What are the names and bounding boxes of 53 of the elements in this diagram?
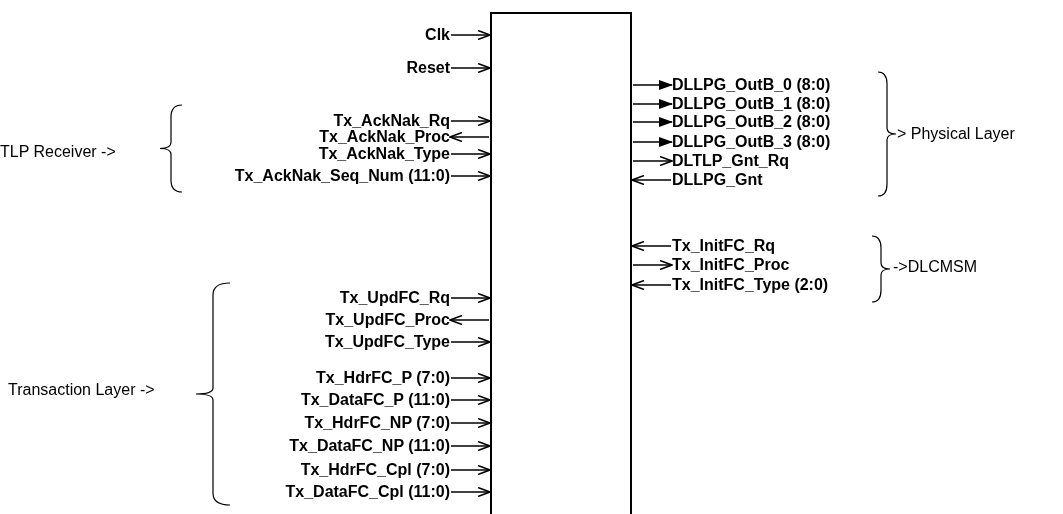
signal-arrow xyxy=(450,115,491,127)
signal-name: DLLPG_OutB_0 (8:0) xyxy=(672,77,831,93)
signal-arrow xyxy=(450,372,491,384)
signal-arrow xyxy=(631,279,672,291)
signal-arrow xyxy=(632,80,673,90)
signal-name: Tx_AckNak_Seq_Num (11:0) xyxy=(234,168,450,184)
signal-arrow xyxy=(450,292,491,304)
signal-name: DLLPG_Gnt xyxy=(672,172,763,188)
signal-arrow xyxy=(450,170,491,182)
signal-arrow xyxy=(450,486,491,498)
signal-name: Tx_HdrFC_NP (7:0) xyxy=(304,415,450,431)
signal-name: Tx_InitFC_Rq xyxy=(672,238,776,254)
signal-name: Tx_HdrFC_P (7:0) xyxy=(316,370,450,386)
signal-arrow xyxy=(450,336,491,348)
module-block xyxy=(490,12,632,514)
signal-name: Tx_InitFC_Proc xyxy=(672,257,790,273)
signal-arrow xyxy=(450,148,491,160)
signal-name: Clk xyxy=(425,27,450,43)
signal-name: DLLPG_OutB_1 (8:0) xyxy=(672,96,831,112)
signal-arrow xyxy=(449,314,490,326)
signal-arrow xyxy=(632,99,673,109)
signal-arrow xyxy=(632,155,673,167)
signal-name: Tx_DataFC_NP (11:0) xyxy=(289,438,450,454)
group-label: > Physical Layer xyxy=(897,125,1015,143)
signal-name: Tx_AckNak_Type xyxy=(318,146,450,162)
signal-name: DLLPG_OutB_2 (8:0) xyxy=(672,114,831,130)
signal-name: Tx_InitFC_Type (2:0) xyxy=(672,277,829,293)
signal-arrow xyxy=(450,417,491,429)
signal-arrow xyxy=(450,394,491,406)
signal-arrow xyxy=(450,29,491,41)
signal-arrow xyxy=(631,240,672,252)
signal-name: Tx_UpdFC_Type xyxy=(324,334,450,350)
signal-arrow xyxy=(449,131,490,143)
signal-arrow xyxy=(632,137,673,147)
signal-arrow xyxy=(631,174,672,186)
signal-name: Tx_UpdFC_Proc xyxy=(325,312,450,328)
signal-name: Tx_DataFC_P (11:0) xyxy=(300,392,450,408)
signal-arrow xyxy=(632,117,673,127)
signal-name: DLTLP_Gnt_Rq xyxy=(672,153,790,169)
signal-name: Tx_HdrFC_Cpl (7:0) xyxy=(300,462,450,478)
signal-name: Reset xyxy=(406,60,450,76)
signal-name: Tx_AckNak_Rq xyxy=(333,113,450,129)
group-label: TLP Receiver -> xyxy=(0,143,116,161)
signal-name: Tx_UpdFC_Rq xyxy=(339,290,450,306)
group-label: ->DLCMSM xyxy=(893,258,977,276)
signal-name: Tx_DataFC_Cpl (11:0) xyxy=(285,484,450,500)
signal-name: DLLPG_OutB_3 (8:0) xyxy=(672,134,831,150)
signal-arrow xyxy=(632,259,673,271)
signal-arrow xyxy=(450,62,491,74)
group-label: Transaction Layer -> xyxy=(8,381,155,399)
signal-arrow xyxy=(450,440,491,452)
signal-name: Tx_AckNak_Proc xyxy=(319,129,450,145)
signal-arrow xyxy=(450,464,491,476)
